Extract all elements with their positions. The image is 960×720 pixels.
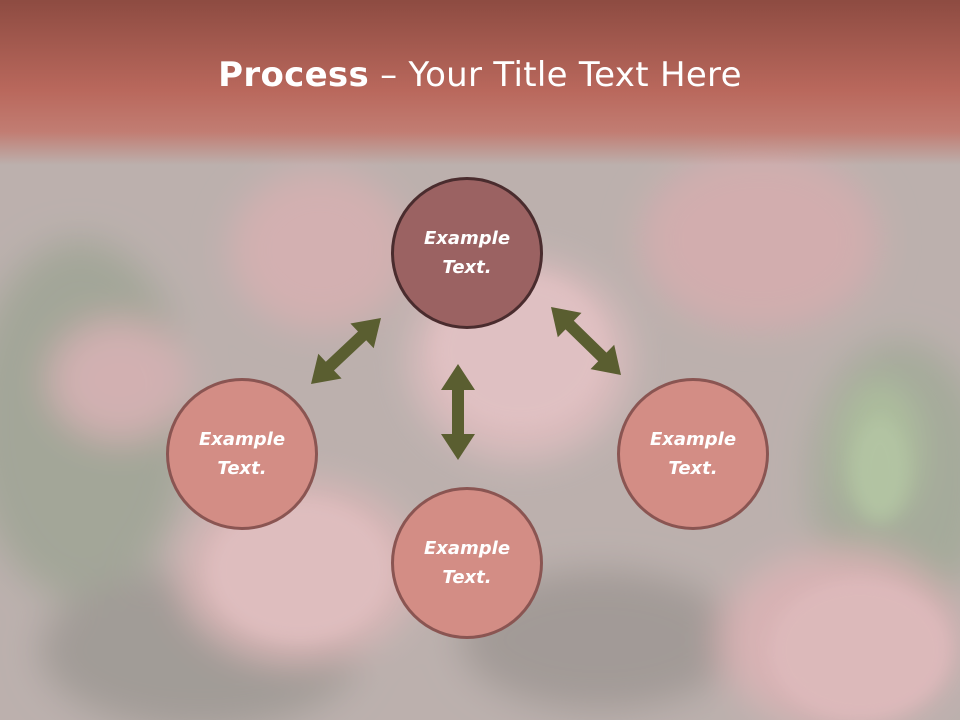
slide-title: Process – Your Title Text Here: [0, 52, 960, 98]
arrow-top-bottom-icon: [441, 364, 475, 460]
process-node-right-label: Example Text.: [649, 429, 737, 479]
title-band: [0, 0, 960, 165]
process-node-top-label: Example Text.: [423, 228, 511, 278]
process-node-bottom-label: Example Text.: [423, 538, 511, 588]
process-node-top[interactable]: Example Text.: [391, 177, 543, 329]
process-node-right[interactable]: Example Text.: [617, 378, 769, 530]
slide-title-rest: – Your Title Text Here: [369, 55, 742, 95]
arrow-top-left-icon: [311, 318, 381, 384]
process-node-left-label: Example Text.: [198, 429, 286, 479]
process-node-left[interactable]: Example Text.: [166, 378, 318, 530]
slide-title-bold: Process: [218, 55, 370, 95]
process-node-bottom[interactable]: Example Text.: [391, 487, 543, 639]
arrow-top-right-icon: [551, 307, 621, 375]
